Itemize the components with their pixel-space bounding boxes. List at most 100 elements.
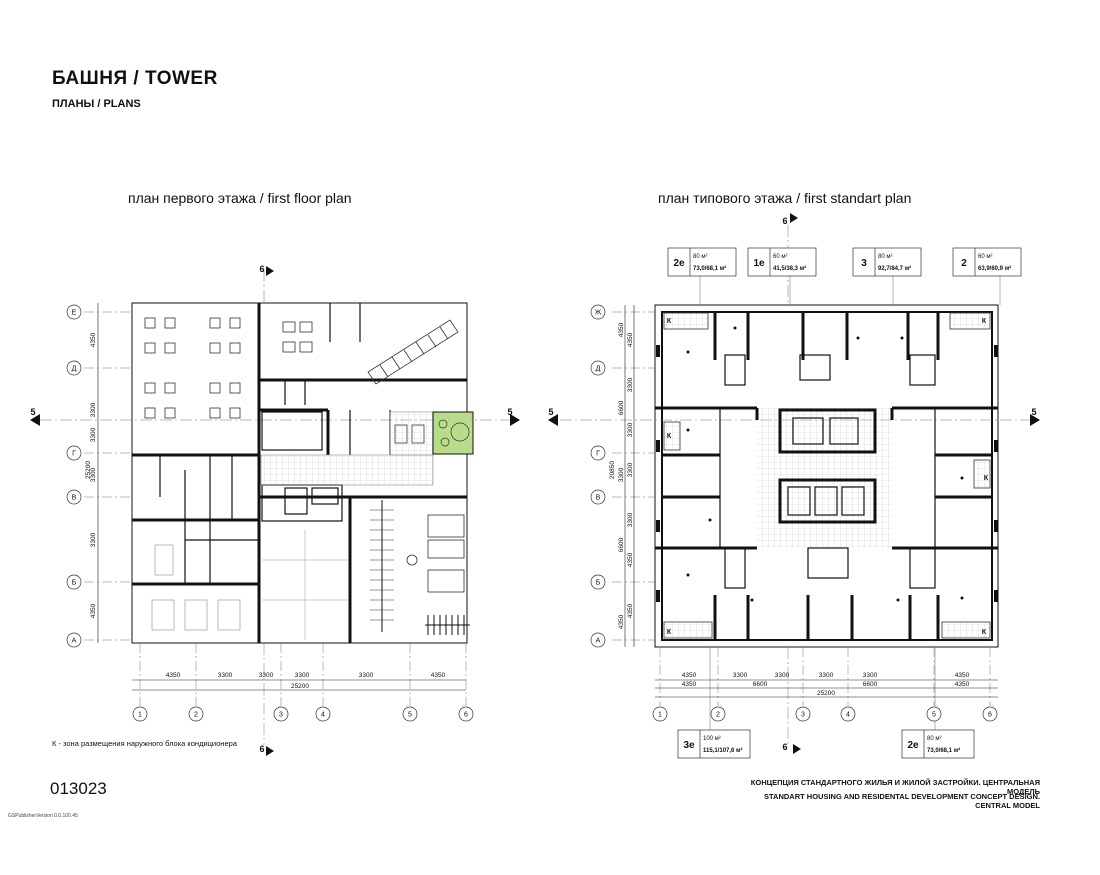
ff-row-marker-text: Г [72, 451, 76, 458]
apartment-type: 1е [753, 258, 765, 269]
tf-section-top: 6 [782, 216, 787, 226]
ff-row-dim: 3300 [90, 427, 97, 442]
ff-row-marker [66, 574, 82, 590]
tf-row-marker [590, 632, 606, 648]
ff-col-marker [315, 706, 331, 722]
first-floor-dims [97, 303, 466, 691]
tf-row-marker [590, 574, 606, 590]
ff-col-dim: 4350 [166, 672, 181, 679]
apartment-area: 60 м² [978, 254, 992, 260]
ff-row-marker [66, 304, 82, 320]
tf-row-marker-text: А [596, 638, 601, 645]
tf-section-bottom: 6 [782, 742, 787, 752]
first-floor-plan [40, 270, 520, 745]
typical-floor-title: план типового этажа / first standart pla… [658, 190, 912, 206]
apartment-detail: 73,0/68,1 м² [693, 265, 726, 272]
tf-col-marker [710, 706, 726, 722]
sheet-title: БАШНЯ / TOWER [52, 68, 218, 89]
ff-row-dim: 3300 [90, 467, 97, 482]
ff-col-marker-text: 6 [464, 712, 468, 719]
tf-col-dim-outer: 6600 [863, 681, 878, 688]
ff-col-marker [402, 706, 418, 722]
tf-row-marker-text: В [596, 495, 601, 502]
apartment-area: 80 м² [693, 254, 707, 260]
ff-section-top: 6 [259, 264, 264, 274]
tf-total-horizontal: 25200 [817, 690, 835, 697]
ff-row-marker [66, 489, 82, 505]
apartment-detail: 73,0/68,1 м² [927, 747, 960, 754]
apartment-detail: 115,1/107,6 м² [703, 747, 742, 754]
tf-total-vertical: 20850 [609, 461, 616, 479]
tf-col-dim: 3300 [819, 672, 834, 679]
tf-col-dim-outer: 6600 [753, 681, 768, 688]
ff-row-marker-text: В [72, 495, 77, 502]
tf-col-dim: 4350 [682, 672, 697, 679]
tf-col-marker-text: 4 [846, 712, 850, 719]
ff-row-marker-text: А [72, 638, 77, 645]
ff-col-marker [458, 706, 474, 722]
first-floor-title: план первого этажа / first floor plan [128, 190, 352, 206]
ff-row-dim: 4350 [90, 603, 97, 618]
tf-row-dim: 3300 [627, 462, 634, 477]
ac-mark: К [667, 433, 672, 440]
ff-col-marker [132, 706, 148, 722]
apartment-type: 3 [861, 258, 867, 269]
tf-row-dim-outer: 4350 [618, 614, 625, 629]
ff-total-horizontal: 25200 [291, 683, 309, 690]
ff-col-marker-text: 1 [138, 712, 142, 719]
tf-row-dim-outer: 3300 [618, 467, 625, 482]
ff-col-marker-text: 2 [194, 712, 198, 719]
publisher-tag: GSPublisherVersion 0.0.100.45 [8, 813, 78, 819]
tf-row-dim: 3300 [627, 512, 634, 527]
tf-col-dim-outer: 4350 [955, 681, 970, 688]
tf-col-marker [982, 706, 998, 722]
tf-row-marker-text: Д [596, 366, 601, 373]
footer-ru: КОНЦЕПЦИЯ СТАНДАРТНОГО ЖИЛЬЯ И ЖИЛОЙ ЗАС… [750, 778, 1040, 796]
tf-col-dim-outer: 4350 [682, 681, 697, 688]
ff-total-vertical: 25200 [85, 461, 92, 479]
tf-col-dim: 3300 [733, 672, 748, 679]
tf-col-marker [926, 706, 942, 722]
ff-col-dim: 3300 [259, 672, 274, 679]
ac-mark: К [984, 475, 989, 482]
apartment-area: 100 м² [703, 736, 721, 742]
ff-axis-left: 5 [30, 407, 35, 417]
ff-col-dim: 3300 [359, 672, 374, 679]
tf-col-marker-text: 3 [801, 712, 805, 719]
tf-row-dim: 3300 [627, 422, 634, 437]
apartment-area: 60 м² [773, 254, 787, 260]
apartment-type: 2е [907, 740, 919, 751]
apartment-area: 80 м² [927, 736, 941, 742]
tf-col-dim: 3300 [863, 672, 878, 679]
tf-row-marker-text: Ж [595, 310, 602, 317]
ff-row-marker [66, 445, 82, 461]
ff-col-marker [188, 706, 204, 722]
tf-row-marker-text: Г [596, 451, 600, 458]
typical-floor-dims [624, 305, 998, 698]
apartment-type: 2 [961, 258, 967, 269]
typical-floor-plan [560, 225, 1040, 745]
ff-row-dim: 4350 [90, 332, 97, 347]
tf-row-dim: 3300 [627, 377, 634, 392]
tf-col-marker [652, 706, 668, 722]
ff-col-marker-text: 4 [321, 712, 325, 719]
tf-row-dim: 4350 [627, 603, 634, 618]
tf-col-marker [840, 706, 856, 722]
footer-en: STANDART HOUSING AND RESIDENTAL DEVELOPM… [764, 792, 1040, 810]
tf-row-dim-outer: 6600 [618, 400, 625, 415]
tf-col-marker-text: 1 [658, 712, 662, 719]
ff-section-bottom: 6 [259, 744, 264, 754]
tf-row-dim-outer: 4350 [618, 322, 625, 337]
tf-row-dim-outer: 6600 [618, 537, 625, 552]
ff-col-dim: 3300 [218, 672, 233, 679]
tf-axis-left: 5 [548, 407, 553, 417]
ac-mark: К [982, 629, 987, 636]
tf-row-marker [590, 489, 606, 505]
apartment-detail: 41,5/38,3 м² [773, 265, 806, 272]
ff-col-dim: 3300 [295, 672, 310, 679]
tf-col-marker [795, 706, 811, 722]
ac-mark: К [982, 318, 987, 325]
apartment-detail: 92,7/84,7 м² [878, 265, 911, 272]
